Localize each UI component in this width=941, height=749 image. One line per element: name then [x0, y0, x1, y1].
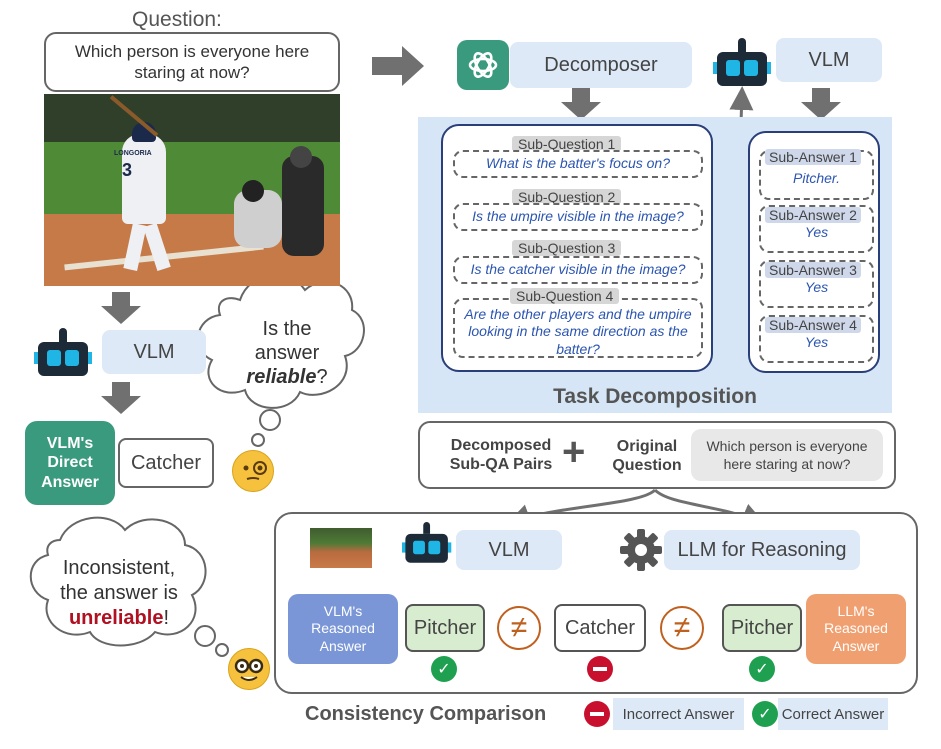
batter-figure [122, 134, 166, 224]
thought-inconsistent-line2: the answer is [60, 581, 178, 604]
vlm-direct-answer-label: VLM's Direct Answer [25, 421, 115, 505]
sub-answer-label-4: Sub-Answer 4 [765, 317, 861, 333]
question-header: Question: [124, 8, 230, 32]
thought-reliable-text: Is the answer reliable? [212, 308, 362, 398]
robot-icon-consistency [402, 522, 452, 565]
arrow-down-left-vlm [101, 382, 141, 414]
sub-question-2: Is the umpire visible in the image? [453, 203, 703, 231]
thought-reliable-end: ? [316, 366, 328, 388]
arrow-right-big [372, 46, 424, 86]
sub-question-1: What is the batter's focus on? [453, 150, 703, 178]
vlm-reasoned-answer-label: VLM's Reasoned Answer [288, 594, 398, 664]
legend-incorrect: Incorrect Answer [613, 698, 744, 730]
question-text: Which person is everyone here staring at… [74, 41, 310, 82]
sub-question-label-1: Sub-Question 1 [512, 136, 622, 152]
sub-answer-4: Yes [804, 334, 829, 350]
sub-answer-label-3: Sub-Answer 3 [765, 262, 861, 278]
vlm-label-top: VLM [776, 38, 882, 82]
answer-pitcher-vlm: Pitcher [405, 604, 485, 652]
arrow-down-decomposer [561, 88, 601, 120]
legend-check-icon: ✓ [752, 701, 778, 727]
check-icon-llm: ✓ [749, 656, 775, 682]
sub-question-label-3: Sub-Question 3 [512, 240, 622, 256]
sub-question-label-2: Sub-Question 2 [512, 189, 622, 205]
umpire-figure [282, 156, 324, 256]
thought-reliable-plain: Is the answer [254, 318, 320, 364]
photo-thumbnail [310, 528, 372, 568]
original-question-label: Original Question [612, 437, 682, 474]
not-equal-icon-2: ≠ [660, 606, 704, 650]
openai-logo-icon [468, 52, 498, 78]
vlm-label-left: VLM [102, 330, 206, 374]
gear-icon [618, 527, 664, 573]
answer-pitcher-llm: Pitcher [722, 604, 802, 652]
thought-inconsistent-line1: Inconsistent, [62, 556, 176, 579]
sub-answer-label-1: Sub-Answer 1 [765, 149, 861, 165]
thought-inconsistent-end: ! [163, 606, 170, 629]
arrow-down-photo [101, 292, 141, 324]
check-icon-vlm: ✓ [431, 656, 457, 682]
decomposed-pairs-label: Decomposed Sub-QA Pairs [449, 436, 553, 473]
sub-answer-label-2: Sub-Answer 2 [765, 207, 861, 223]
plus-sign: + [562, 430, 586, 474]
answer-catcher-direct: Catcher [554, 604, 646, 652]
thought-reliable-emph: reliable [246, 366, 317, 388]
consistency-title: Consistency Comparison [305, 703, 547, 725]
thought-cloud-inconsistent [29, 516, 229, 657]
jersey-number: 3 [122, 160, 133, 180]
sub-question-3: Is the catcher visible in the image? [453, 256, 703, 284]
robot-icon-left [34, 328, 92, 378]
arrow-down-vlm [801, 88, 841, 120]
nerd-face-icon [228, 648, 270, 690]
vlm-label-consistency: VLM [456, 530, 562, 570]
baseball-photo: 3 LONGORIA [44, 94, 340, 286]
sub-question-4: Are the other players and the umpire loo… [453, 298, 703, 358]
thought-inconsistent-emph: unreliable [68, 606, 164, 629]
sub-answer-1: Pitcher. [793, 170, 840, 186]
task-decomposition-title: Task Decomposition [553, 385, 757, 408]
jersey-name: LONGORIA [114, 150, 152, 157]
robot-icon [713, 38, 771, 88]
legend-minus-icon [584, 701, 610, 727]
question-box: Which person is everyone here staring at… [44, 32, 340, 92]
monocle-face-icon [232, 450, 274, 492]
original-question-text: Which person is everyone here staring at… [691, 429, 883, 481]
legend-correct: Correct Answer [778, 698, 888, 730]
not-equal-icon-1: ≠ [497, 606, 541, 650]
thought-inconsistent-text: Inconsistent, the answer is unreliable! [36, 548, 202, 638]
sub-answer-2: Yes [804, 224, 829, 240]
llm-reasoning-label: LLM for Reasoning [664, 530, 860, 570]
sub-answer-3: Yes [804, 279, 829, 295]
decomposer-label: Decomposer [510, 42, 692, 88]
sub-question-label-4: Sub-Question 4 [510, 288, 620, 304]
direct-answer-catcher: Catcher [118, 438, 214, 488]
chatgpt-icon [457, 40, 509, 90]
llm-reasoned-answer-label: LLM's Reasoned Answer [806, 594, 906, 664]
minus-icon-direct [587, 656, 613, 682]
